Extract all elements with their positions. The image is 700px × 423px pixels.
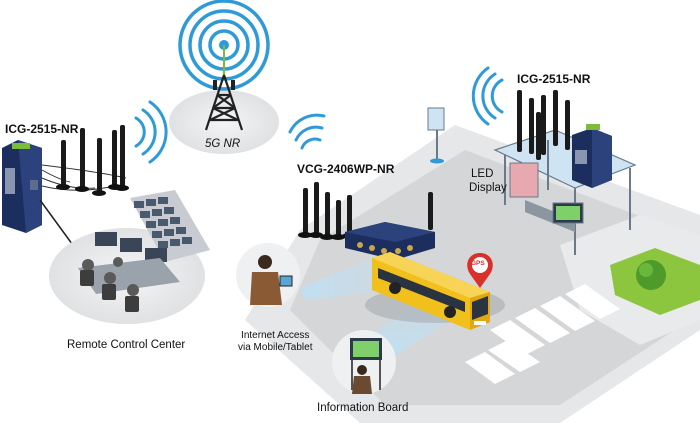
information-board-icon	[332, 330, 396, 394]
antenna-icon	[303, 182, 433, 236]
bus-icon	[365, 252, 505, 330]
led-display-label-line1: LED	[471, 168, 494, 180]
information-board-label: Information Board	[317, 402, 409, 414]
vcg-label: VCG-2406WP-NR	[297, 162, 395, 176]
tablet-signal-beam	[300, 255, 395, 300]
antenna-icon	[41, 125, 129, 196]
remote-control-center-label: Remote Control Center	[67, 339, 186, 351]
icg-right-label: ICG-2515-NR	[517, 72, 591, 86]
tree-icon	[636, 260, 666, 290]
wifi-signal-icon	[471, 66, 504, 126]
router-device-icon	[517, 90, 612, 188]
wifi-signal-icon	[134, 100, 168, 164]
led-display-label: LED Display	[469, 167, 507, 195]
router-device-icon	[2, 140, 42, 233]
tower-label: 5G NR	[205, 138, 241, 150]
wifi-signal-icon	[288, 113, 326, 150]
router-device-icon	[298, 182, 435, 260]
led-display-label-line2: Display	[469, 182, 507, 194]
internet-access-line2: via Mobile/Tablet	[238, 342, 313, 353]
5g-tower-icon	[169, 0, 279, 154]
internet-access-label: Internet Access via Mobile/Tablet	[238, 330, 312, 354]
tablet-user-icon	[236, 243, 300, 307]
led-display-icon	[552, 202, 584, 224]
icg-left-label: ICG-2515-NR	[5, 122, 79, 136]
gps-pin-icon	[467, 253, 493, 288]
antenna-icon	[517, 90, 570, 160]
control-center-icon	[39, 190, 210, 324]
gps-label: GPS	[471, 260, 485, 267]
internet-access-line1: Internet Access	[241, 330, 310, 341]
